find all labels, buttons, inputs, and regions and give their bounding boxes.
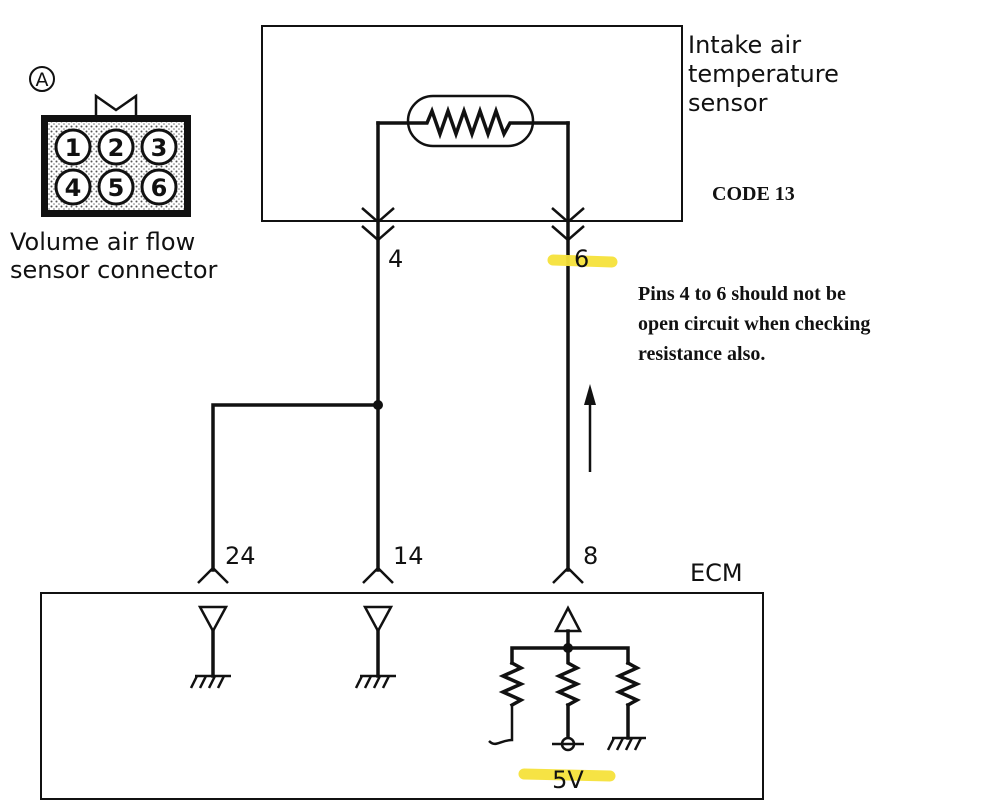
connector-pin: 1 — [54, 128, 92, 166]
svg-text:1: 1 — [65, 134, 82, 162]
connector-letter: A — [36, 69, 49, 91]
connector-pin: 4 — [54, 168, 92, 206]
ecm-label: ECM — [690, 559, 743, 587]
current-direction-arrow — [584, 384, 596, 472]
highlight-5v — [518, 768, 616, 782]
thermistor-capsule — [406, 94, 535, 148]
sensor-label-line1: Intake air — [688, 31, 801, 59]
supply-voltage-label: 5V — [552, 766, 584, 794]
sensor-label-line3: sensor — [688, 89, 768, 117]
connector-letter-circle — [29, 66, 55, 92]
svg-text:4: 4 — [65, 174, 82, 202]
connector-caption-line2: sensor connector — [10, 256, 218, 284]
ecm-ground-24 — [189, 605, 231, 689]
ecm-module: ECM — [40, 559, 764, 800]
terminal-ecm-24 — [197, 566, 229, 584]
terminal-ecm-8 — [552, 566, 584, 584]
code-label: CODE 13 — [712, 183, 795, 205]
highlight-pin-6 — [547, 254, 618, 268]
ecm-input-8 — [488, 605, 646, 752]
note-line1: Pins 4 to 6 should not be — [638, 283, 846, 305]
connector-caption-line1: Volume air flow — [10, 228, 195, 256]
sensor-label-line2: temperature — [688, 60, 839, 88]
connector-pin: 5 — [97, 168, 135, 206]
connector-pin: 6 — [140, 168, 178, 206]
terminal-sensor-left — [361, 207, 395, 242]
terminal-ecm-14 — [362, 566, 394, 584]
ecm-box — [40, 592, 764, 800]
connector-pin: 2 — [97, 128, 135, 166]
thermistor-resistor — [376, 105, 570, 140]
pull-resistor-middle — [552, 646, 584, 752]
note-line3: resistance also. — [638, 343, 765, 365]
note-line2: open circuit when checking — [638, 313, 870, 335]
sensor-box — [261, 25, 683, 222]
junction-dot — [373, 400, 383, 410]
svg-text:6: 6 — [151, 174, 168, 202]
terminal-sensor-right — [551, 207, 585, 242]
pull-resistor-right — [606, 660, 646, 751]
pin-label-6: 6 — [574, 245, 589, 273]
pull-resistor-left — [488, 660, 526, 746]
svg-text:2: 2 — [108, 134, 125, 162]
pin-label-4: 4 — [388, 245, 403, 273]
connector-key-tab — [94, 93, 138, 115]
pin-label-8: 8 — [583, 542, 598, 570]
ecm-ground-14 — [354, 605, 396, 689]
intake-air-temperature-sensor: Intake air temperature sensor — [261, 25, 839, 222]
svg-text:3: 3 — [151, 134, 168, 162]
svg-text:5: 5 — [108, 174, 125, 202]
connector-diagram: A 1 2 3 4 5 6 Volume air flow — [10, 66, 218, 284]
connector-pin: 3 — [140, 128, 178, 166]
pin-label-24: 24 — [225, 542, 256, 570]
pin-label-14: 14 — [393, 542, 424, 570]
note-text: Pins 4 to 6 should not be open circuit w… — [638, 283, 870, 365]
wire-ground-branch — [211, 403, 380, 572]
